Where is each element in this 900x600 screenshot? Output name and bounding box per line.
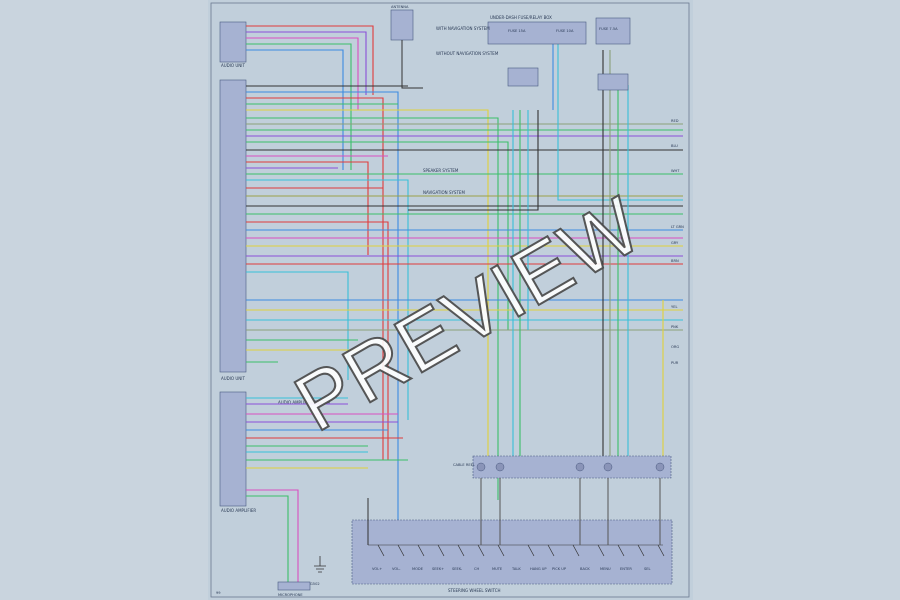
sheet-border [210,2,690,598]
svg-text:MICROPHONE: MICROPHONE [278,593,303,597]
svg-text:ANTENNA: ANTENNA [391,5,409,9]
junction-b [597,73,629,91]
svg-text:STEERING WHEEL SWITCH: STEERING WHEEL SWITCH [448,588,501,593]
svg-text:FUSE 15A: FUSE 15A [508,29,526,33]
svg-text:FUSE 10A: FUSE 10A [556,29,574,33]
svg-text:MENU: MENU [600,567,611,571]
fuse-box-c: FUSE 7.5A [595,17,631,45]
svg-text:MUTE: MUTE [492,567,503,571]
wiring-diagram: AUDIO UNIT AUDIO UNIT [210,2,690,598]
svg-text:PUR: PUR [671,361,679,365]
svg-text:UNDER-DASH FUSE/RELAY BOX: UNDER-DASH FUSE/RELAY BOX [490,15,552,20]
svg-text:FUSE 7.5A: FUSE 7.5A [599,27,618,31]
note-1: WITH NAVIGATION SYSTEM [436,26,490,31]
svg-text:AUDIO UNIT: AUDIO UNIT [221,63,245,68]
svg-text:MODE: MODE [412,567,424,571]
svg-text:SEEK-: SEEK- [452,567,463,571]
ground-symbol: G502 [310,556,326,586]
svg-text:BACK: BACK [580,567,590,571]
svg-text:RED: RED [671,119,679,123]
svg-text:BLU: BLU [671,144,678,148]
svg-text:ENTER: ENTER [620,567,632,571]
svg-text:G502: G502 [310,582,320,586]
svg-text:GRY: GRY [671,241,679,245]
audio-amp-connector: AUDIO AMPLIFIER [219,391,256,513]
note-4: NAVIGATION SYSTEM [423,190,465,195]
svg-text:WHT: WHT [671,169,680,173]
svg-text:BRN: BRN [671,259,679,263]
audio-unit-top-connector: AUDIO UNIT [219,21,247,68]
svg-text:PICK UP: PICK UP [552,567,567,571]
microphone-box: MICROPHONE [277,581,311,597]
svg-text:SEL: SEL [644,567,651,571]
svg-text:VOL+: VOL+ [372,567,382,571]
junction-a [507,67,539,87]
svg-text:SEEK+: SEEK+ [432,567,444,571]
relay-box: UNDER-DASH FUSE/RELAY BOX FUSE 15A FUSE … [487,15,587,45]
svg-text:LT GRN: LT GRN [671,225,684,229]
note-5: AUDIO AMPLIFIER SYSTEM [278,400,331,405]
clock-spring-connector: CABLE REEL [453,455,672,479]
steering-switch-box: STEERING WHEEL SWITCH VOL+ VOL- MODE SEE… [351,478,673,593]
note-2: WITHOUT NAVIGATION SYSTEM [436,51,499,56]
page-ref: 99 [216,591,221,595]
svg-text:CH: CH [474,567,480,571]
svg-text:PNK: PNK [671,325,679,329]
svg-text:YEL: YEL [671,305,677,309]
schematic-sheet: AUDIO UNIT AUDIO UNIT [208,0,693,600]
audio-unit-main-connector: AUDIO UNIT [219,79,247,381]
svg-text:AUDIO AMPLIFIER: AUDIO AMPLIFIER [221,508,256,513]
svg-text:TALK: TALK [511,567,521,571]
svg-text:VOL-: VOL- [392,567,401,571]
right-edge-tags: RED BLU WHT LT GRN GRY BRN YEL PNK ORG P… [671,119,684,365]
svg-text:AUDIO UNIT: AUDIO UNIT [221,376,245,381]
svg-text:ORG: ORG [671,345,679,349]
svg-text:CABLE REEL: CABLE REEL [453,463,475,467]
svg-text:HANG UP: HANG UP [530,567,547,571]
note-3: SPEAKER SYSTEM [423,168,459,173]
antenna-box: ANTENNA [390,5,423,89]
